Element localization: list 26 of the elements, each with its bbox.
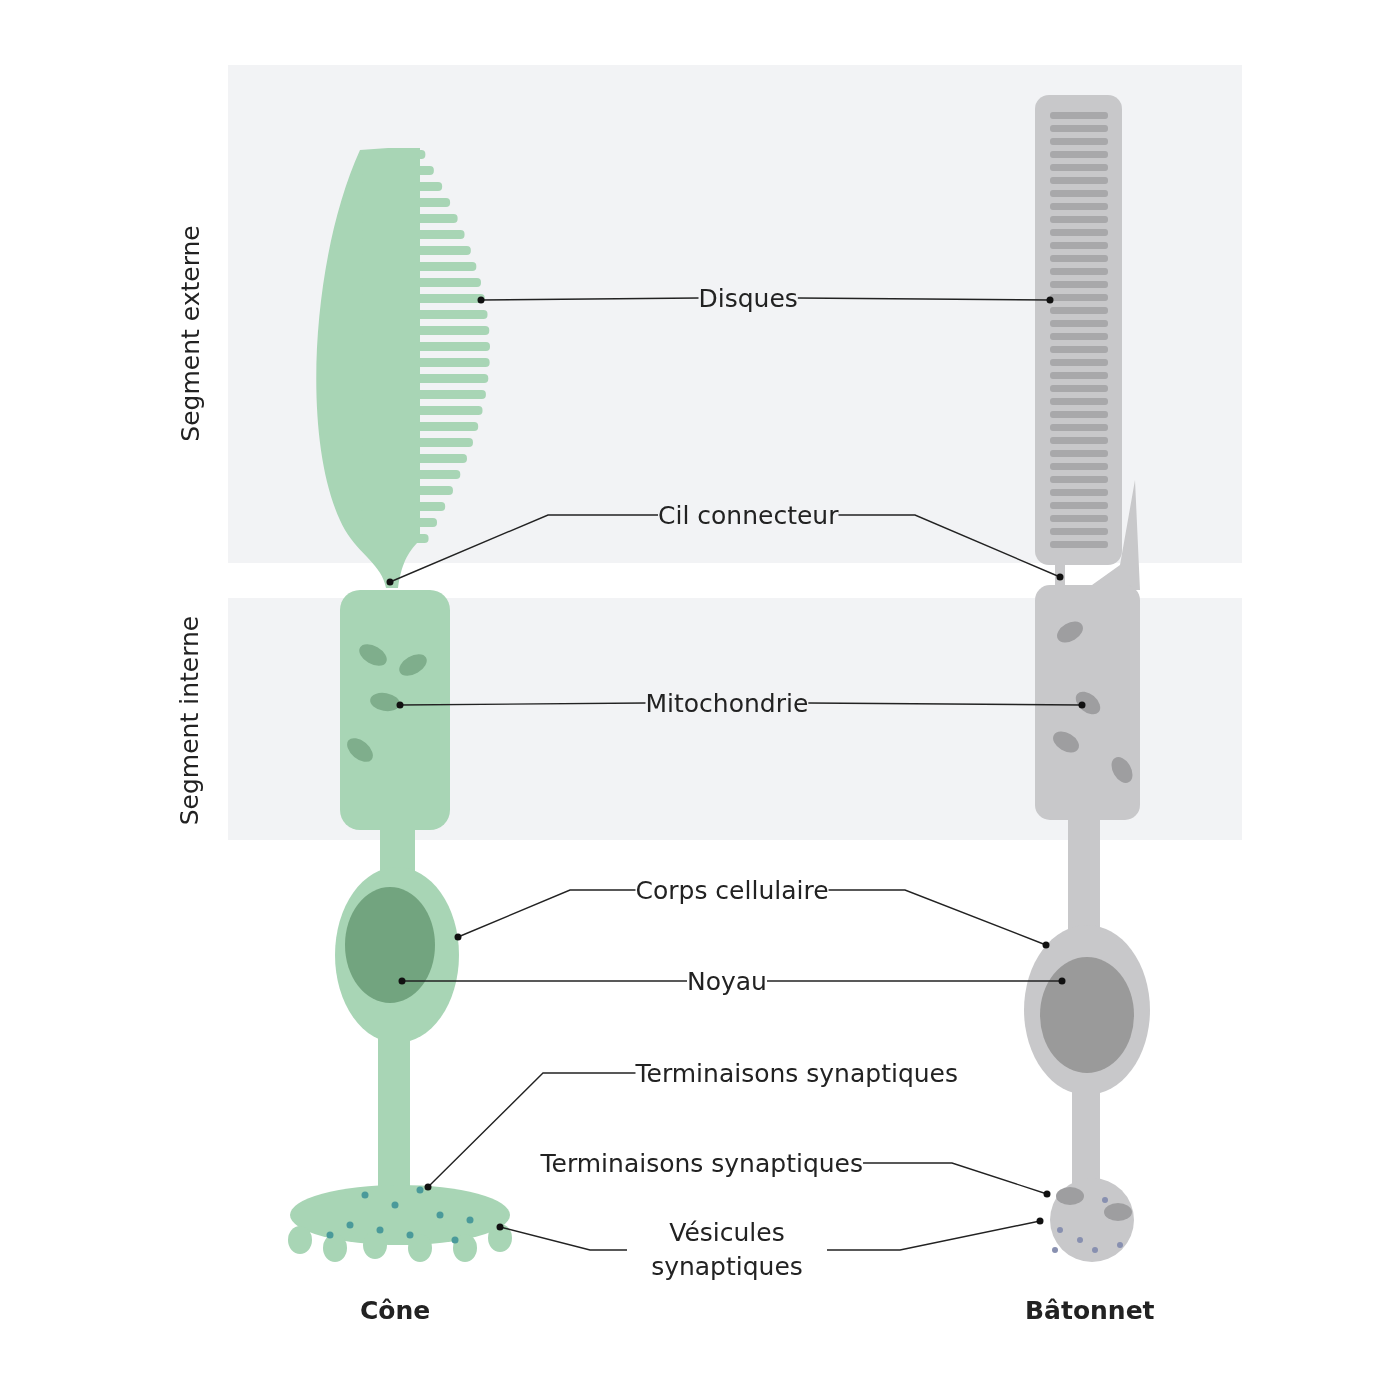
cell-type-caption: Cône [360,1295,431,1325]
structure-label: Corps cellulaire [635,875,829,905]
leader-line [827,889,1050,949]
structure-label: Terminaisons synaptiques [540,1148,863,1178]
leader-line [837,514,1064,581]
leader-line [396,701,647,709]
leader-line [424,1072,637,1191]
leader-line [496,1223,628,1251]
leader-line [386,514,659,586]
leader-line [862,1162,1051,1198]
leader-line [454,889,637,941]
region-label: Segment externe [175,224,205,442]
structure-label: Terminaisons synaptiques [635,1058,958,1088]
leader-line [766,977,1066,985]
leader-line [398,977,688,985]
leader-line [477,296,700,304]
cell-type-caption: Bâtonnet [1025,1295,1155,1325]
leader-line [797,296,1054,304]
leader-line [826,1217,1044,1251]
structure-label: Mitochondrie [645,688,809,718]
structure-label: Cil connecteur [658,500,839,530]
region-label: Segment interne [175,615,205,825]
structure-label: Noyau [687,966,767,996]
structure-label: Vésicules synaptiques [627,1216,827,1284]
leader-line [807,701,1086,709]
structure-label: Disques [698,283,798,313]
